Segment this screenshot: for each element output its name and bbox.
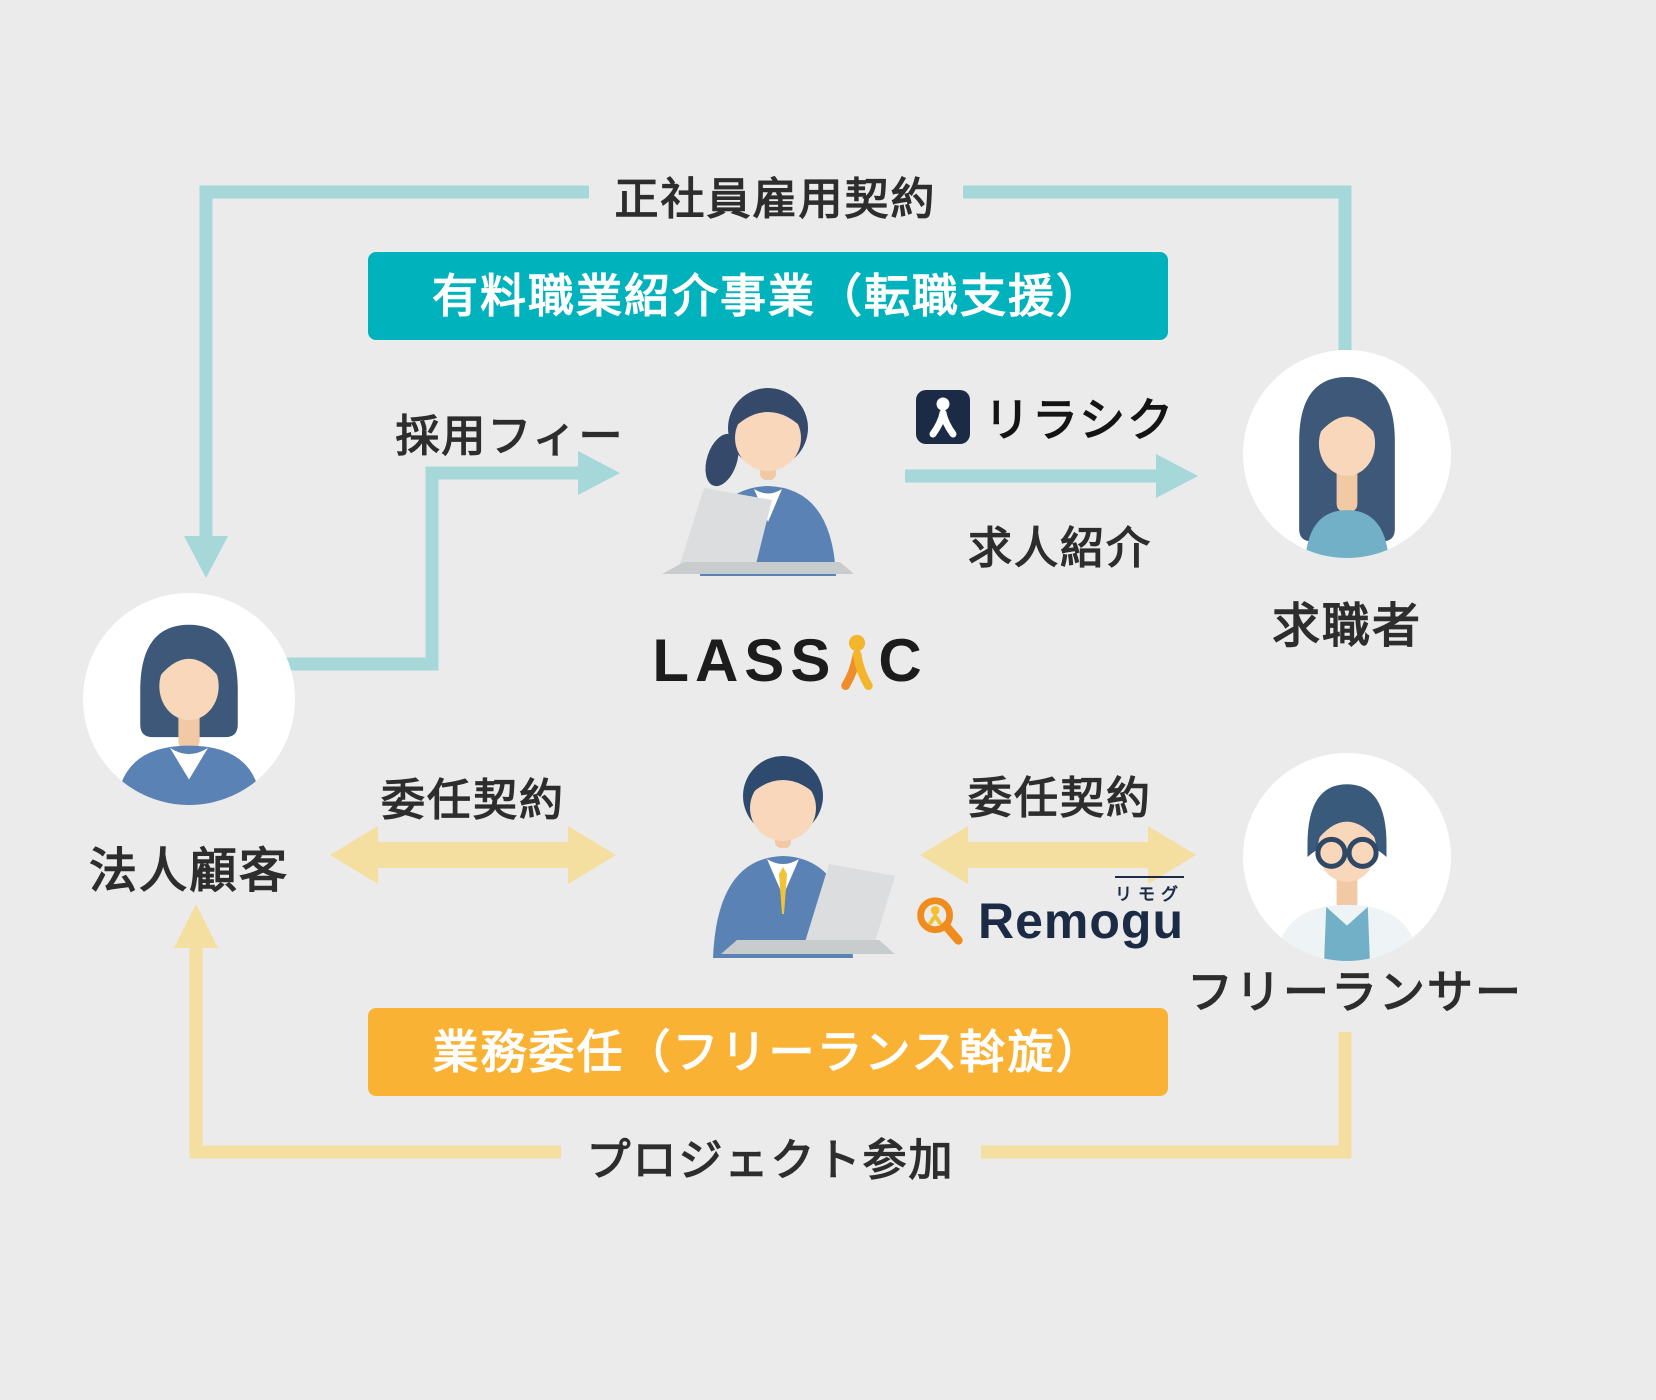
laptop-icon	[680, 488, 772, 564]
lassic-logo-text-right: C	[878, 626, 928, 694]
job-seeker-label: 求職者	[1271, 600, 1422, 653]
corporate-customer-avatar	[83, 593, 295, 805]
remogu-logo: リモグ Remogu	[910, 876, 1184, 950]
freelancer-label: フリーランサー	[1187, 966, 1523, 1018]
paid-placement-banner: 有料職業紹介事業（転職支援）	[368, 252, 1168, 340]
delegation-banner: 業務委任（フリーランス斡旋）	[368, 1008, 1168, 1096]
employment-contract-arrowhead	[184, 536, 228, 578]
lassic-consultant-man	[713, 756, 895, 958]
recruit-fee-arrowhead	[578, 451, 620, 495]
remogu-icon	[917, 897, 963, 945]
laptop-icon	[805, 864, 895, 942]
corporate-customer-label: 法人顧客	[88, 845, 289, 898]
job-seeker-avatar	[1243, 350, 1451, 558]
job-intro-arrowhead	[1156, 454, 1198, 498]
delegation-right-arrowhead-left	[920, 826, 968, 884]
project-join-text: プロジェクト参加	[560, 1136, 981, 1185]
delegation-left-arrowhead-right	[568, 826, 616, 884]
remogu-logo-text: Remogu	[978, 893, 1184, 949]
lassic-consultant-woman	[662, 388, 854, 576]
freelancer-avatar	[1243, 753, 1451, 961]
lassic-logo-text-left: LASS	[652, 626, 837, 694]
lassic-logo: LASS C	[648, 626, 932, 694]
delegation-right-label: 委任契約	[968, 774, 1152, 823]
project-join-label: プロジェクト参加	[196, 1124, 1345, 1188]
delegation-right-arrowhead-right	[1148, 826, 1196, 884]
employment-contract-text: 正社員雇用契約	[588, 175, 963, 224]
employment-contract-label: 正社員雇用契約	[206, 163, 1345, 227]
tie-icon	[779, 867, 787, 914]
delegation-left-label: 委任契約	[381, 776, 565, 825]
delegation-left-arrowhead-left	[330, 826, 378, 884]
lassic-person-icon	[841, 634, 874, 691]
rirashiku-logo: リラシク	[916, 384, 1175, 450]
job-intro-label: 求人紹介	[968, 524, 1152, 573]
recruit-fee-label: 採用フィー	[395, 412, 625, 461]
remogu-kana-text: リモグ	[1115, 876, 1184, 905]
rirashiku-icon	[916, 390, 970, 444]
project-join-arrowhead	[174, 904, 218, 948]
recruit-fee-arrow	[262, 466, 578, 671]
rirashiku-logo-text: リラシク	[984, 394, 1176, 446]
